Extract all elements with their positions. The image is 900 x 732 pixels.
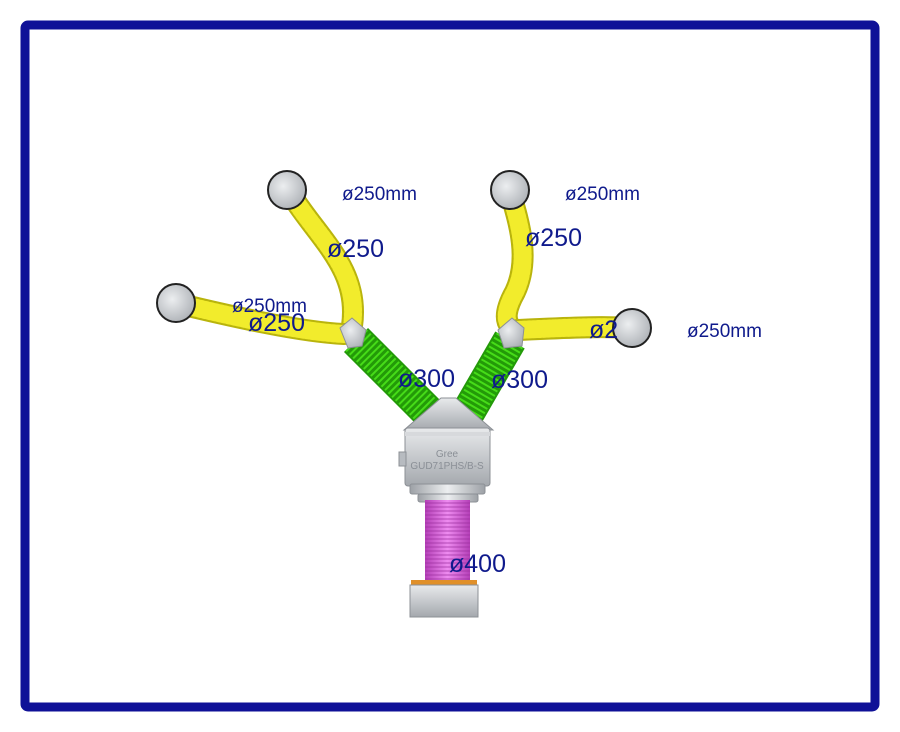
hose-upper-left xyxy=(281,185,365,337)
unit-model-text: GUD71PHS/B-S xyxy=(410,461,484,472)
hose-upper-right xyxy=(495,181,534,337)
splitter-right xyxy=(497,317,525,349)
hose-branch-right xyxy=(451,331,525,425)
hose-branch-left xyxy=(343,327,445,429)
hose-label-upper-left: ø250 xyxy=(327,235,384,263)
plenum-flange xyxy=(411,580,477,585)
indoor-unit: Gree GUD71PHS/B-S xyxy=(398,397,495,503)
outlet-cap-lower-left xyxy=(156,283,196,323)
hose-label-upper-right: ø250 xyxy=(525,224,582,252)
main-duct-label: ø400 xyxy=(449,550,506,578)
outlet-spec-label-upper-right: ø250mm xyxy=(565,184,640,205)
hose-label-lower-left: ø250 xyxy=(248,309,305,337)
branch-label-left: ø300 xyxy=(398,365,455,393)
hose-lower-left xyxy=(169,293,355,345)
outlet-cap-upper-left xyxy=(267,170,307,210)
main-duct-hose xyxy=(425,500,470,582)
outlet-cap-lower-right xyxy=(612,308,652,348)
branch-label-right: ø300 xyxy=(491,366,548,394)
outlet-spec-label-upper-left: ø250mm xyxy=(342,184,417,205)
plenum-box xyxy=(409,584,479,618)
outlet-spec-label-lower-left: ø250mm xyxy=(232,296,307,317)
splitter-left xyxy=(339,317,367,349)
hose-label-lower-right: ø2 xyxy=(589,316,618,344)
outlet-spec-label-lower-right: ø250mm xyxy=(687,321,762,342)
diagram-frame xyxy=(20,20,880,712)
unit-brand-text: Gree xyxy=(436,449,459,460)
outlet-cap-upper-right xyxy=(490,170,530,210)
